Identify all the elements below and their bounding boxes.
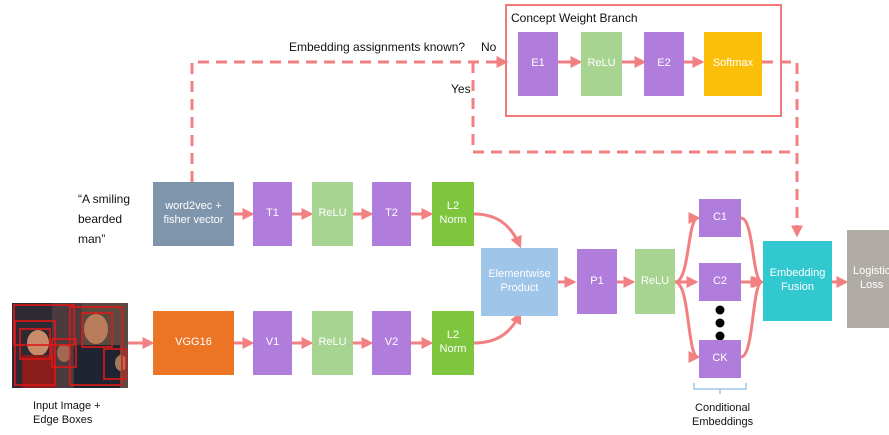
loss-line-1: Logistic bbox=[853, 265, 889, 278]
product-line-1: Elementwise bbox=[488, 268, 551, 281]
block-logistic-loss: Logistic Loss bbox=[847, 230, 889, 328]
block-p1: P1 bbox=[577, 249, 617, 314]
concept-weight-branch-panel bbox=[505, 4, 782, 117]
embedding-fusion-line-2: Fusion bbox=[780, 281, 815, 293]
block-text-encoder: word2vec + fisher vector bbox=[153, 182, 234, 246]
input-image-drawing bbox=[12, 303, 128, 388]
arrow-c1-to-fusion bbox=[740, 216, 765, 288]
ellipsis-dot bbox=[715, 331, 725, 341]
input-image bbox=[12, 303, 128, 388]
block-c1: C1 bbox=[699, 199, 741, 237]
block-e2: E2 bbox=[644, 32, 684, 96]
conditional-line-1: Conditional bbox=[695, 402, 751, 414]
conditional-embeddings-bracket bbox=[693, 383, 747, 394]
text-input-line-2: bearded bbox=[78, 212, 123, 226]
arrow-image-norm-to-product bbox=[473, 311, 522, 345]
conditional-embeddings-label: Conditional Embeddings bbox=[692, 401, 753, 430]
dashed-route-to-question bbox=[190, 56, 509, 182]
text-encoder-line-2: fisher vector bbox=[163, 214, 224, 226]
block-text-l2-norm: L2 Norm bbox=[432, 182, 474, 246]
concept-weight-branch-title: Concept Weight Branch bbox=[511, 11, 638, 25]
text-norm-line-2: Norm bbox=[439, 214, 467, 226]
arrow-relu-to-ck bbox=[674, 280, 701, 363]
input-image-caption-line-1: Input Image + bbox=[33, 400, 101, 412]
block-t1: T1 bbox=[253, 182, 292, 246]
arrow-ck-to-fusion bbox=[740, 276, 765, 359]
image-norm-line-2: Norm bbox=[439, 343, 467, 355]
block-image-l2-norm: L2 Norm bbox=[432, 311, 474, 375]
block-e1: E1 bbox=[518, 32, 558, 96]
block-c2: C2 bbox=[699, 263, 741, 301]
image-norm-line-1: L2 bbox=[446, 329, 460, 342]
ellipsis-dots bbox=[715, 305, 725, 341]
conditional-line-2: Embeddings bbox=[692, 416, 754, 429]
ellipsis-dot bbox=[715, 318, 725, 328]
text-input-line-1: “A smiling bbox=[78, 192, 131, 206]
ellipsis-dot bbox=[715, 305, 725, 315]
arrow-relu-to-c1 bbox=[674, 212, 701, 284]
block-vgg16: VGG16 bbox=[153, 311, 234, 375]
block-elementwise-product: Elementwise Product bbox=[481, 248, 558, 316]
product-line-2: Product bbox=[500, 282, 539, 294]
block-t2: T2 bbox=[372, 182, 411, 246]
question-label: Embedding assignments known? bbox=[289, 40, 466, 54]
block-v2: V2 bbox=[372, 311, 411, 375]
embedding-fusion-line-1: Embedding bbox=[769, 267, 826, 280]
block-v1: V1 bbox=[253, 311, 292, 375]
block-softmax: Softmax bbox=[704, 32, 762, 96]
dashed-route-softmax bbox=[762, 60, 803, 238]
yes-label: Yes bbox=[451, 82, 471, 96]
block-ck: CK bbox=[699, 340, 741, 378]
input-image-caption: Input Image + Edge Boxes bbox=[33, 399, 101, 428]
dashed-route-yes bbox=[471, 62, 797, 154]
block-text-relu: ReLU bbox=[312, 182, 353, 246]
text-input-phrase: “A smiling bearded man” bbox=[78, 189, 130, 249]
text-input-line-3: man” bbox=[78, 232, 106, 246]
block-image-relu: ReLU bbox=[312, 311, 353, 375]
loss-line-2: Loss bbox=[860, 279, 884, 291]
block-trunk-relu: ReLU bbox=[635, 249, 675, 314]
block-embedding-fusion: Embedding Fusion bbox=[763, 241, 832, 321]
block-branch-relu: ReLU bbox=[581, 32, 622, 96]
no-label: No bbox=[481, 40, 497, 54]
text-norm-line-1: L2 bbox=[446, 200, 460, 213]
text-encoder-line-1: word2vec + bbox=[165, 200, 222, 213]
arrow-text-norm-to-product bbox=[473, 212, 522, 249]
input-image-caption-line-2: Edge Boxes bbox=[33, 414, 93, 427]
